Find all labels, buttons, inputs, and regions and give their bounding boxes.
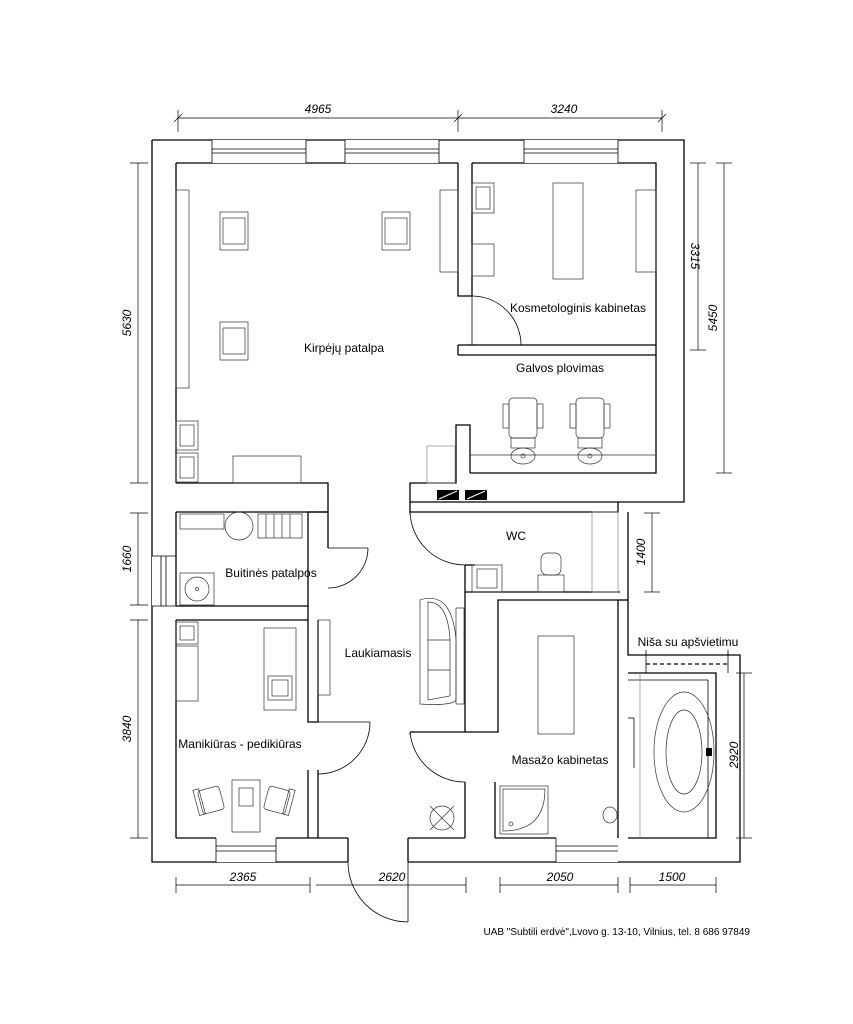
dim-bottom-4: 1500 [659,870,686,884]
room-wc: WC [506,529,526,543]
dim-right-upper-inner: 3315 [688,243,702,270]
room-massage: Masažo kabinetas [512,753,609,767]
dim-top-right: 3240 [551,102,578,116]
dim-left-upper: 5630 [120,309,134,336]
dim-bottom-1: 2365 [229,870,257,884]
dim-bottom-3: 2050 [546,870,574,884]
room-cosmetology: Kosmetologinis kabinetas [510,301,646,315]
dim-top-left: 4965 [305,102,332,116]
manicure-chair-2 [263,785,296,816]
room-niche: Niša su apšvietimu [638,635,739,649]
dim-bottom-2: 2620 [378,870,406,884]
bathtub [653,691,715,813]
room-hair-salon: Kirpėjų patalpa [304,341,384,355]
room-utility: Buitinės patalpos [225,566,316,580]
dim-left-lower: 3840 [120,715,134,742]
dim-left-middle: 1660 [120,545,134,572]
sofa [419,598,465,705]
dim-right-wc: 1400 [634,538,648,565]
dim-right-upper-outer: 5450 [706,304,720,331]
wash-chair-1 [502,397,544,465]
room-manicure: Manikiūras - pedikiūras [178,737,301,751]
room-head-wash: Galvos plovimas [516,361,604,375]
plant [429,805,455,831]
furniture [175,182,729,835]
dim-right-lower: 2920 [727,741,741,769]
room-waiting: Laukiamasis [345,646,412,660]
dimension-labels: 4965 3240 5630 1660 3840 3315 5450 1400 … [120,102,741,884]
outer-walls [151,139,741,863]
manicure-chair-1 [192,785,225,816]
dimension-lines [130,110,752,893]
company-credit: UAB "Subtili erdvė",Lvovo g. 13-10, Viln… [483,927,750,938]
doors [317,295,522,923]
wash-chair-2 [569,397,611,465]
room-labels: Kirpėjų patalpa Kosmetologinis kabinetas… [178,301,738,767]
